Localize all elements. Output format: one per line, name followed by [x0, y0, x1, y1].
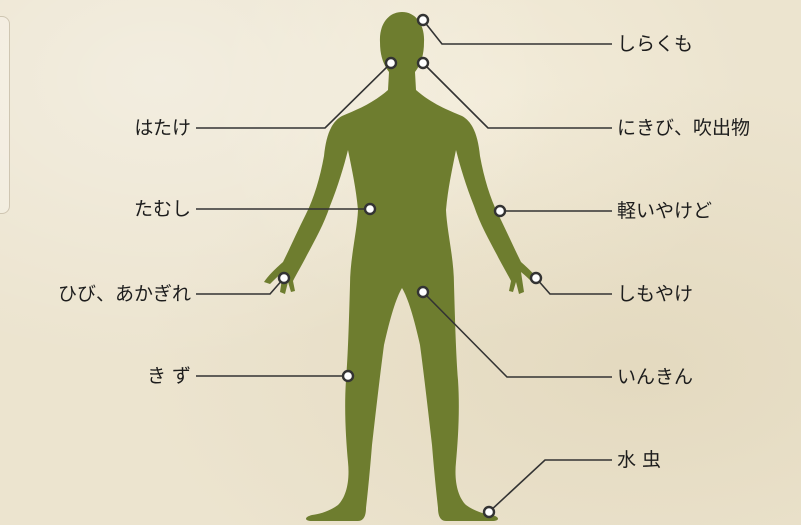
label-hatake: はたけ — [134, 116, 191, 140]
marker-dot-tamushi — [365, 204, 375, 214]
leader-line-mizumushi — [489, 460, 612, 512]
label-hibi: ひび、あかぎれ — [58, 282, 191, 306]
marker-dot-shirakumo — [418, 15, 428, 25]
label-kizu: き ず — [147, 364, 191, 388]
marker-dot-inkin — [418, 287, 428, 297]
label-shimoyake: しもやけ — [617, 282, 693, 306]
marker-dot-hibi — [279, 273, 289, 283]
marker-dot-shimoyake — [531, 273, 541, 283]
label-nikibi: にきび、吹出物 — [617, 116, 750, 140]
leader-line-shimoyake — [536, 278, 612, 294]
label-mizumushi: 水 虫 — [617, 448, 661, 472]
marker-dot-kizu — [343, 371, 353, 381]
label-yakedo: 軽いやけど — [617, 199, 712, 223]
label-tamushi: たむし — [134, 197, 191, 221]
label-shirakumo: しらくも — [617, 32, 693, 56]
human-figure — [264, 12, 540, 521]
marker-dot-hatake — [386, 58, 396, 68]
label-inkin: いんきん — [617, 365, 693, 389]
marker-dot-nikibi — [418, 58, 428, 68]
marker-dot-yakedo — [495, 206, 505, 216]
marker-dot-mizumushi — [484, 507, 494, 517]
leader-line-shirakumo — [423, 20, 612, 44]
